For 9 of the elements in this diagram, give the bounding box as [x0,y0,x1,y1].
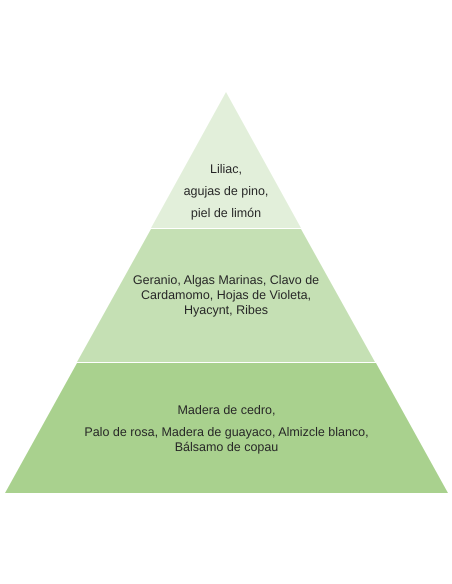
tier-text: Palo de rosa, Madera de guayaco, Almizcle blanco, Bálsamo de copau [83,425,370,455]
tier-text: piel de limón [190,206,262,221]
pyramid-tier [151,92,301,228]
tier-text: Geranio, Algas Marinas, Clavo de Cardamomo, Hojas de Violeta, Hyacynt, Ribes [132,273,320,318]
pyramid-tier [77,229,375,362]
pyramid-tier [5,363,448,493]
tier-text: agujas de pino, [184,184,268,199]
tier-text: Madera de cedro, [178,403,276,418]
tier-text: Liliac, [210,162,242,177]
